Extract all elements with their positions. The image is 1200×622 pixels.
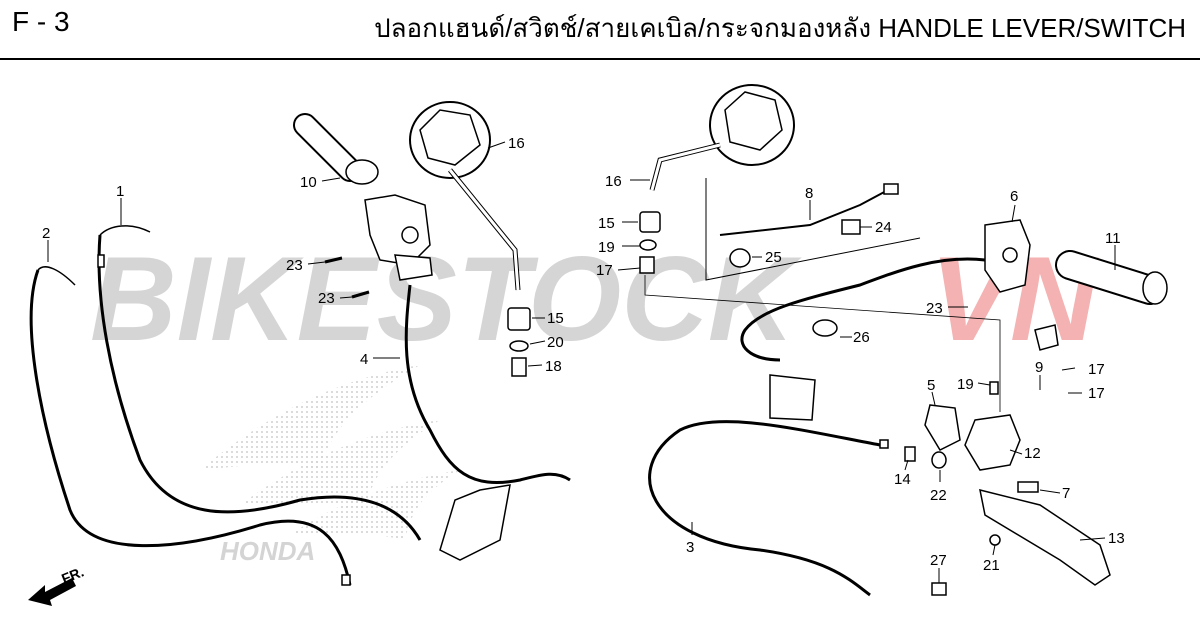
clutch-cable	[648, 420, 889, 597]
callout-17-b: 17	[1088, 385, 1105, 402]
right-mirror	[649, 84, 795, 191]
callout-17-c: 17	[596, 262, 613, 279]
callout-27: 27	[930, 552, 947, 569]
callout-11: 11	[1105, 230, 1121, 247]
front-direction-indicator: FR.	[28, 563, 86, 606]
callout-14: 14	[894, 471, 911, 488]
callout-labels: 1 2 3 4 5 6 7 8 9 10 11 12 13 14 15 15 1…	[42, 135, 1125, 574]
callout-10: 10	[300, 174, 317, 191]
left-mirror-fasteners	[507, 307, 531, 377]
callout-13: 13	[1108, 530, 1125, 547]
front-arrow-icon	[28, 578, 76, 606]
left-switch-housing	[364, 194, 433, 281]
callout-1: 1	[116, 183, 124, 200]
callout-8: 8	[805, 185, 813, 202]
callout-23-c: 23	[926, 300, 943, 317]
callout-19-left: 19	[598, 239, 615, 256]
throttle-grip	[293, 113, 379, 185]
brake-lever-assembly	[924, 324, 1111, 586]
callout-9: 9	[1035, 359, 1043, 376]
left-mirror	[409, 101, 521, 291]
throttle-cable-a	[97, 225, 422, 541]
header-divider	[0, 58, 1200, 60]
left-screws	[324, 256, 370, 299]
callout-23-a: 23	[286, 257, 303, 274]
honda-logo-text: HONDA	[220, 536, 315, 566]
callout-25: 25	[765, 249, 782, 266]
right-switch-harness	[740, 257, 986, 421]
callout-21: 21	[983, 557, 1000, 574]
right-switch-housing	[984, 219, 1031, 293]
watermark-gray: BIKESTOCK	[90, 232, 802, 366]
page-title: ปลอกแฮนด์/สวิตช์/สายเคเบิล/กระจกมองหลัง …	[374, 13, 1186, 43]
switch-wire-bracket	[705, 178, 921, 281]
callout-23-b: 23	[318, 290, 335, 307]
left-switch-harness	[404, 284, 571, 561]
callout-19-right: 19	[957, 376, 974, 393]
callout-12: 12	[1024, 445, 1041, 462]
callout-5: 5	[927, 377, 935, 394]
callout-6: 6	[1010, 188, 1018, 205]
callout-22: 22	[930, 487, 947, 504]
callout-18: 18	[545, 358, 562, 375]
callout-4: 4	[360, 351, 368, 368]
callout-3: 3	[686, 539, 694, 556]
right-grip	[1055, 250, 1168, 305]
watermark: BIKESTOCK VN	[90, 232, 1099, 366]
callout-leaders	[47, 141, 1116, 583]
small-hardware	[904, 381, 1039, 596]
callout-16-right: 16	[605, 173, 622, 190]
callout-2: 2	[42, 225, 50, 242]
callout-16-left: 16	[508, 135, 525, 152]
callout-20: 20	[547, 334, 564, 351]
section-code: F - 3	[12, 6, 70, 37]
right-mirror-fasteners	[639, 211, 1001, 412]
honda-wing-logo: HONDA	[200, 365, 460, 566]
throttle-cable-b	[29, 266, 352, 586]
callout-15-right: 15	[598, 215, 615, 232]
callout-15-left: 15	[547, 310, 564, 327]
callout-24: 24	[875, 219, 892, 236]
callout-26: 26	[853, 329, 870, 346]
callout-17-a: 17	[1088, 361, 1105, 378]
callout-7: 7	[1062, 485, 1070, 502]
page-header: F - 3 ปลอกแฮนด์/สวิตช์/สายเคเบิล/กระจกมอ…	[0, 0, 1200, 60]
front-label: FR.	[59, 563, 86, 586]
